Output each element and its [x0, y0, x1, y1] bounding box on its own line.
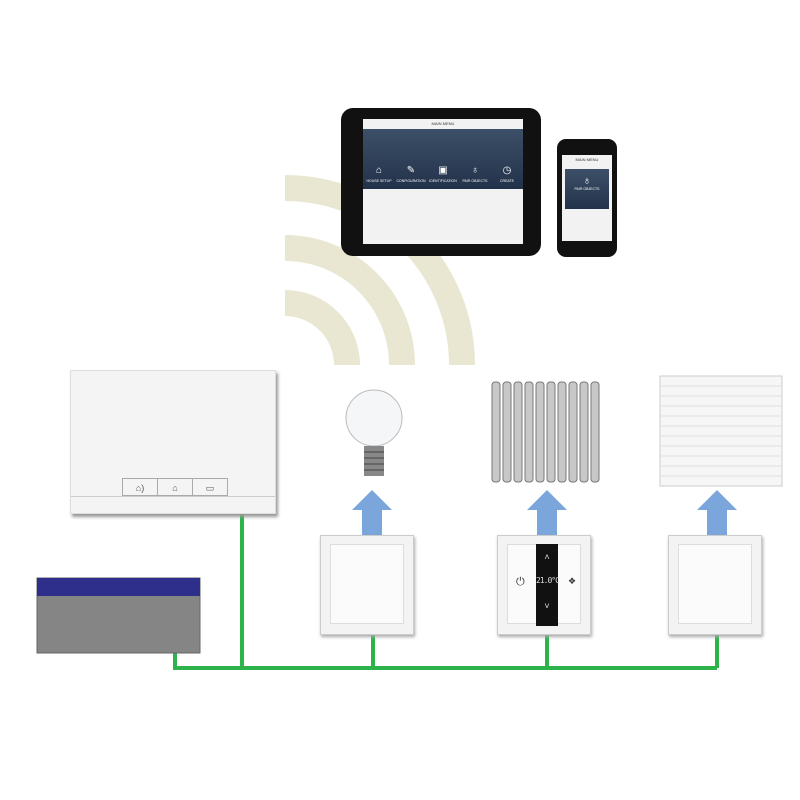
wifi-house-button[interactable]: ⌂) — [122, 478, 158, 496]
menu-item-pair-objects[interactable]: ♁PAIR OBJECTS — [460, 165, 490, 183]
light-bulb-icon — [345, 389, 403, 476]
system-access-point: ⌂) ⌂ ▭ — [70, 370, 276, 514]
menu-item-house-setup[interactable]: ⌂HOUSE SETUP — [364, 165, 394, 183]
phone-menu-item[interactable]: ♁PAIR OBJECTS — [565, 169, 609, 209]
thermostat[interactable]: ˄ 21.0°C ˅ ⏻ ❖ — [497, 535, 591, 635]
chevron-up-icon[interactable]: ˄ — [544, 552, 550, 562]
phone: MAIN MENU ♁PAIR OBJECTS — [557, 139, 617, 257]
menu-item-create[interactable]: ◷CREATE — [492, 165, 522, 183]
tools-icon: ✎ — [406, 165, 416, 176]
arrow-up-icon — [527, 490, 567, 535]
tablet-menu: ⌂HOUSE SETUP ✎CONFIGURATION ▣IDENTIFICAT… — [363, 129, 523, 189]
router-button[interactable]: ▭ — [192, 478, 228, 496]
phone-screen: MAIN MENU ♁PAIR OBJECTS — [562, 155, 612, 241]
tablet-screen: MAIN MENU ⌂HOUSE SETUP ✎CONFIGURATION ▣I… — [363, 119, 523, 244]
id-icon: ▣ — [438, 165, 448, 176]
tablet: MAIN MENU ⌂HOUSE SETUP ✎CONFIGURATION ▣I… — [341, 108, 541, 256]
arrow-up-icon — [352, 490, 392, 535]
bulb-icon: ♁ — [582, 175, 592, 187]
arrow-icons — [352, 490, 737, 535]
phone-header: MAIN MENU — [575, 157, 599, 162]
arrow-up-icon — [697, 490, 737, 535]
bus-line — [173, 512, 719, 670]
menu-item-identification[interactable]: ▣IDENTIFICATION — [429, 165, 457, 183]
blinds-icon — [659, 375, 783, 487]
blind-switch[interactable] — [668, 535, 762, 635]
light-switch[interactable] — [320, 535, 414, 635]
chevron-down-icon[interactable]: ˅ — [544, 601, 550, 611]
menu-item-configuration[interactable]: ✎CONFIGURATION — [396, 165, 426, 183]
power-icon[interactable]: ⏻ — [516, 576, 525, 588]
house-button[interactable]: ⌂ — [157, 478, 193, 496]
house-icon: ⌂ — [375, 165, 383, 176]
timer-icon: ◷ — [502, 165, 512, 176]
thermostat-display: ˄ 21.0°C ˅ — [536, 544, 560, 626]
power-supply — [36, 577, 201, 654]
temperature-readout: 21.0°C — [536, 576, 560, 585]
bulb-icon: ♁ — [471, 165, 479, 176]
eco-icon[interactable]: ❖ — [568, 576, 577, 586]
radiator-icon — [491, 381, 600, 483]
tablet-header: MAIN MENU — [431, 121, 455, 126]
